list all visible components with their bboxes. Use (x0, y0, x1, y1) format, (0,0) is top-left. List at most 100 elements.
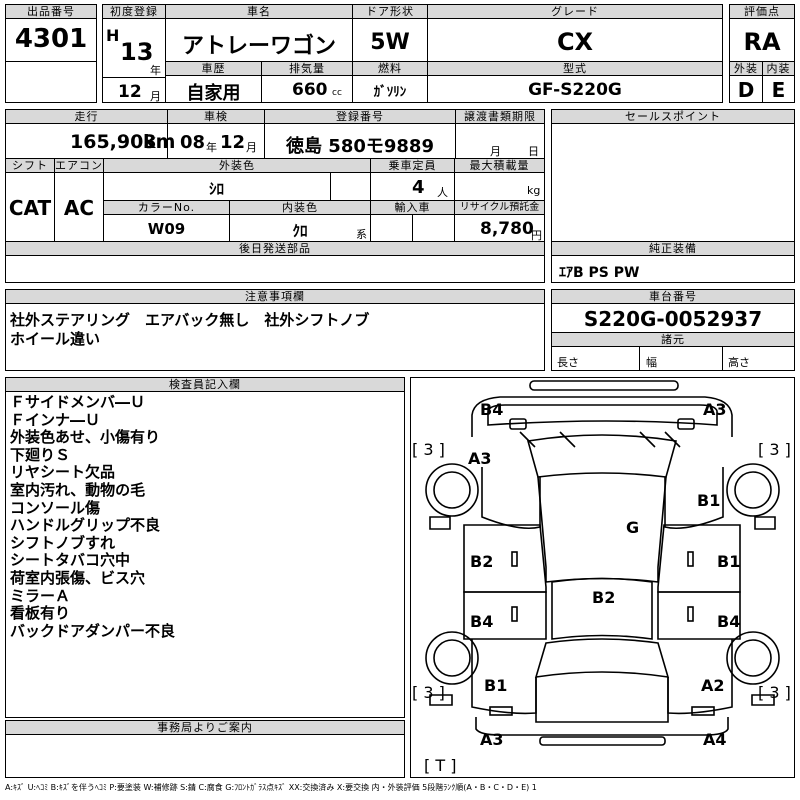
model-header: 型式 (427, 61, 723, 76)
height-label: 高さ (728, 356, 750, 369)
mileage: 165,903 (70, 131, 157, 153)
diag-tail-bracket: [ T ] (424, 756, 457, 775)
car-name-header: 車名 (165, 4, 353, 19)
model: GF-S220G (528, 80, 622, 100)
inspection-year-unit: 年 (206, 141, 217, 154)
max-load-unit: kg (527, 184, 541, 197)
chassis-number: S220G-0052937 (583, 307, 763, 331)
inspector-note: Ｆサイドメンバ―Ｕ (10, 393, 146, 411)
mileage-header: 走行 (5, 109, 168, 124)
ext-color: ｼﾛ (208, 180, 224, 198)
diag-left-rear-side: B1 (484, 676, 508, 695)
ac: AC (63, 196, 95, 220)
score-header: 評価点 (729, 4, 795, 19)
interior-grade: E (771, 78, 786, 102)
inspection-month: 12 (220, 132, 246, 153)
inspection-header: 車検 (167, 109, 265, 124)
notices-header: 注意事項欄 (5, 289, 545, 304)
notices-cell (5, 303, 545, 371)
diag-bracket-left-top: [ 3 ] (412, 440, 445, 459)
capacity-unit: 人 (437, 186, 448, 199)
first-reg-year: 13 (120, 38, 154, 66)
spec-cell (551, 346, 795, 371)
chassis-header: 車台番号 (551, 289, 795, 304)
inspector-note: 看板有り (10, 604, 71, 623)
diag-right-rear-door: B4 (717, 612, 741, 631)
grade-header: グレード (427, 4, 723, 19)
notices-line-1: 社外ステアリング エアバック無し 社外シフトノブ (10, 311, 370, 329)
fuel: ｶﾞｿﾘﾝ (373, 85, 407, 100)
recycle-unit: 円 (531, 229, 542, 242)
sales-point-cell (551, 123, 795, 243)
diag-rear-left: A3 (480, 730, 504, 749)
inspector-header: 検査員記入欄 (5, 377, 405, 392)
lot-number-blank (5, 61, 97, 103)
diag-center: B2 (592, 588, 616, 607)
exterior-header: 外装 (729, 61, 763, 76)
equipment: ｴｱB PS PW (559, 265, 640, 281)
era-letter: H (106, 26, 120, 45)
width-label: 幅 (646, 356, 657, 369)
month-unit: 月 (150, 90, 161, 103)
plate-number: 徳島 580モ9889 (286, 136, 434, 157)
diag-left-front-side: A3 (468, 449, 492, 468)
inspector-cell (5, 391, 405, 718)
transfer-day: 日 (528, 145, 539, 158)
inspector-note: ミラーＡ (10, 586, 71, 605)
door-header: ドア形状 (352, 4, 428, 19)
color-no-header: カラーNo. (103, 200, 230, 215)
int-color-header: 内装色 (229, 200, 371, 215)
color-no: W09 (147, 220, 186, 238)
displacement-header: 排気量 (261, 61, 353, 76)
later-parts-cell (5, 255, 545, 283)
recycle-fee: 8,780 (480, 219, 534, 239)
inspector-note: コンソール傷 (10, 498, 101, 517)
equipment-header: 純正装備 (551, 241, 795, 256)
max-load-header: 最大積載量 (454, 158, 545, 173)
ac-header: エアコン (54, 158, 104, 173)
diag-right-rear-side: A2 (701, 676, 725, 695)
first-reg-header: 初度登録 (102, 4, 166, 19)
plate-header: 登録番号 (264, 109, 456, 124)
lot-number: 4301 (14, 24, 88, 54)
sales-point-header: セールスポイント (551, 109, 795, 124)
diag-right-front-side: B1 (697, 491, 721, 510)
damage-diagram-frame (410, 377, 795, 778)
damage-legend: A:ｷｽﾞ U:ﾍｺﾐ B:ｷｽﾞを伴うﾍｺﾐ P:要塗装 W:補修跡 S:錆 … (5, 783, 537, 792)
inspector-note: Ｆインナ―Ｕ (10, 410, 101, 429)
transfer-month: 月 (490, 145, 501, 158)
exterior-grade: D (737, 78, 755, 102)
diag-roof: G (626, 518, 640, 537)
equipment-cell (551, 255, 795, 283)
inspector-note: 下廻りＳ (10, 445, 71, 464)
car-name: アトレーワゴン (181, 34, 336, 59)
inspector-note: ハンドルグリップ不良 (10, 516, 161, 535)
length-label: 長さ (557, 356, 579, 369)
spec-header: 諸元 (551, 332, 795, 347)
diag-rear-right: A4 (703, 730, 727, 749)
year-unit: 年 (150, 64, 161, 77)
ext-color-header: 外装色 (103, 158, 371, 173)
office-header: 事務局よりご案内 (5, 720, 405, 735)
inspector-note: バックドアダンパー不良 (10, 621, 176, 640)
inspector-note: シートタバコ穴中 (10, 551, 131, 570)
later-parts-header: 後日発送部品 (5, 241, 545, 256)
diag-left-rear-door: B4 (470, 612, 494, 631)
diag-bracket-right-bottom: [ 3 ] (758, 683, 791, 702)
history: 自家用 (186, 83, 241, 104)
transfer-header: 譲渡書類期限 (455, 109, 545, 124)
inspector-note: 荷室内張傷、ビス穴 (10, 568, 146, 587)
history-header: 車歴 (165, 61, 262, 76)
displacement-unit: cc (332, 88, 342, 98)
inspection-month-unit: 月 (246, 141, 257, 154)
diag-front-left: B4 (480, 400, 504, 419)
lot-number-header: 出品番号 (5, 4, 97, 19)
int-color-unit: 系 (356, 228, 367, 241)
first-reg-month: 12 (118, 82, 142, 102)
notices-line-2: ホイール違い (10, 330, 101, 348)
interior-header: 内装 (762, 61, 795, 76)
car-diagram (425, 380, 780, 746)
shift: CAT (8, 196, 52, 220)
int-color: ｸﾛ (292, 222, 308, 240)
import-header: 輸入車 (370, 200, 455, 215)
